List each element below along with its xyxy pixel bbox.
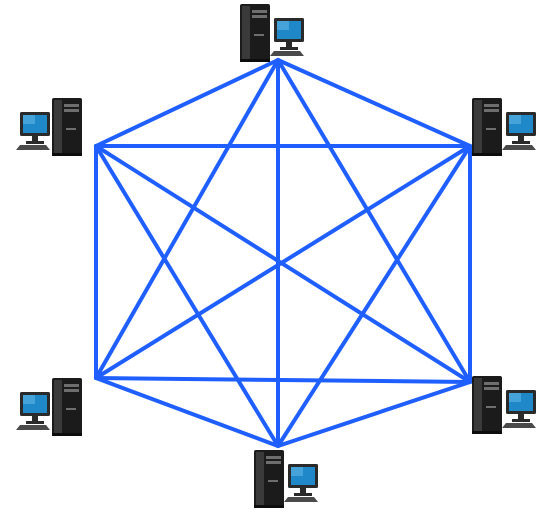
tower — [472, 376, 502, 434]
desktop-computer-icon — [16, 98, 82, 156]
keyboard — [16, 425, 50, 430]
link-lower-right-to-lower-left — [96, 378, 470, 382]
keyboard — [502, 423, 536, 428]
monitor — [288, 464, 318, 496]
monitor — [274, 18, 304, 50]
link-upper-right-to-bottom — [278, 146, 470, 446]
keyboard — [502, 145, 536, 150]
link-top-to-upper-left — [96, 60, 278, 146]
link-bottom-to-lower-left — [96, 378, 278, 446]
keyboard — [284, 497, 318, 502]
link-top-to-lower-left — [96, 60, 278, 378]
desktop-computer-icon — [240, 4, 304, 62]
monitor — [20, 112, 50, 144]
tower — [240, 4, 270, 62]
monitor — [20, 392, 50, 424]
tower — [254, 450, 284, 508]
desktop-computer-icon — [472, 376, 536, 434]
keyboard — [16, 145, 50, 150]
desktop-computer-icon — [472, 98, 536, 156]
link-top-to-upper-right — [278, 60, 470, 146]
link-top-to-lower-right — [278, 60, 470, 382]
link-bottom-to-upper-left — [96, 146, 278, 446]
monitor — [506, 390, 536, 422]
desktop-computer-icon — [254, 450, 318, 508]
tower — [52, 98, 82, 156]
tower — [52, 378, 82, 436]
monitor — [506, 112, 536, 144]
tower — [472, 98, 502, 156]
mesh-links — [96, 60, 470, 446]
link-lower-right-to-bottom — [278, 382, 470, 446]
keyboard — [270, 51, 304, 56]
desktop-computer-icon — [16, 378, 82, 436]
